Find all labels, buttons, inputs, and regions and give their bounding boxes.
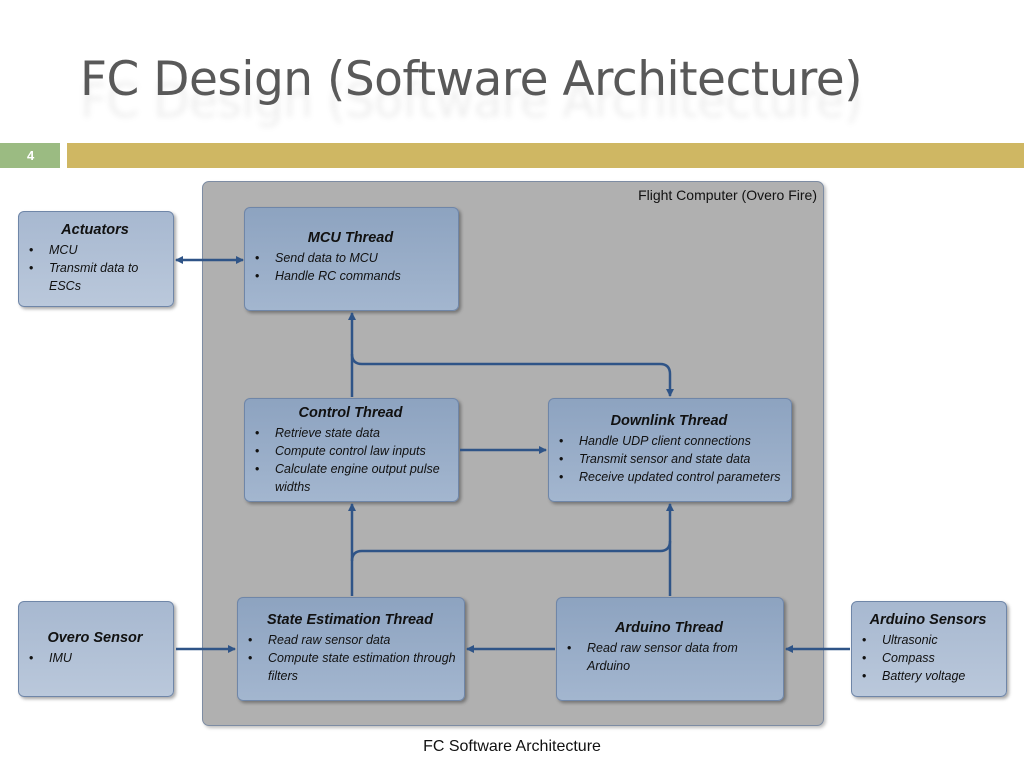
list-item: Calculate engine output pulse widths: [255, 460, 450, 496]
page-number: 4: [0, 143, 60, 168]
list-item: Battery voltage: [862, 667, 998, 685]
accent-bar: [67, 143, 1024, 168]
slide-title: FC Design (Software Architecture): [80, 52, 863, 107]
arrow-state-to-downlink: [350, 540, 672, 562]
box-list: MCU Transmit data to ESCs: [25, 241, 165, 295]
box-list: Ultrasonic Compass Battery voltage: [858, 631, 998, 685]
figure-caption: FC Software Architecture: [423, 738, 601, 755]
arrow-control-to-downlink: [350, 353, 674, 397]
box-list: Retrieve state data Compute control law …: [251, 424, 450, 496]
arduino-thread-box: Arduino Thread Read raw sensor data from…: [556, 597, 784, 701]
control-thread-box: Control Thread Retrieve state data Compu…: [244, 398, 459, 502]
actuators-box: Actuators MCU Transmit data to ESCs: [18, 211, 174, 307]
list-item: Read raw sensor data from Arduino: [567, 639, 775, 675]
list-item: Handle RC commands: [255, 267, 450, 285]
list-item: Compass: [862, 649, 998, 667]
list-item: Read raw sensor data: [248, 631, 456, 649]
box-list: Send data to MCU Handle RC commands: [251, 249, 450, 285]
list-item: Transmit data to ESCs: [29, 259, 165, 295]
list-item: Retrieve state data: [255, 424, 450, 442]
mcu-thread-box: MCU Thread Send data to MCU Handle RC co…: [244, 207, 459, 311]
flight-computer-label: Flight Computer (Overo Fire): [638, 187, 817, 203]
list-item: Send data to MCU: [255, 249, 450, 267]
list-item: MCU: [29, 241, 165, 259]
box-list: Handle UDP client connections Transmit s…: [555, 432, 783, 486]
box-title: Arduino Thread: [615, 620, 723, 636]
arduino-sensors-box: Arduino Sensors Ultrasonic Compass Batte…: [851, 601, 1007, 697]
box-list: IMU: [25, 649, 165, 667]
list-item: Ultrasonic: [862, 631, 998, 649]
box-title: Arduino Sensors: [869, 612, 987, 628]
box-title: State Estimation Thread: [267, 612, 433, 628]
box-title: Actuators: [61, 222, 129, 238]
list-item: Compute state estimation through filters: [248, 649, 456, 685]
list-item: IMU: [29, 649, 165, 667]
box-list: Read raw sensor data Compute state estim…: [244, 631, 456, 685]
box-list: Read raw sensor data from Arduino: [563, 639, 775, 675]
list-item: Compute control law inputs: [255, 442, 450, 460]
list-item: Handle UDP client connections: [559, 432, 783, 450]
box-title: MCU Thread: [307, 230, 394, 246]
box-title: Downlink Thread: [610, 413, 728, 429]
list-item: Receive updated control parameters: [559, 468, 783, 486]
state-estimation-thread-box: State Estimation Thread Read raw sensor …: [237, 597, 465, 701]
list-item: Transmit sensor and state data: [559, 450, 783, 468]
box-title: Control Thread: [298, 405, 403, 421]
downlink-thread-box: Downlink Thread Handle UDP client connec…: [548, 398, 792, 502]
overo-sensor-box: Overo Sensor IMU: [18, 601, 174, 697]
box-title: Overo Sensor: [47, 630, 143, 646]
